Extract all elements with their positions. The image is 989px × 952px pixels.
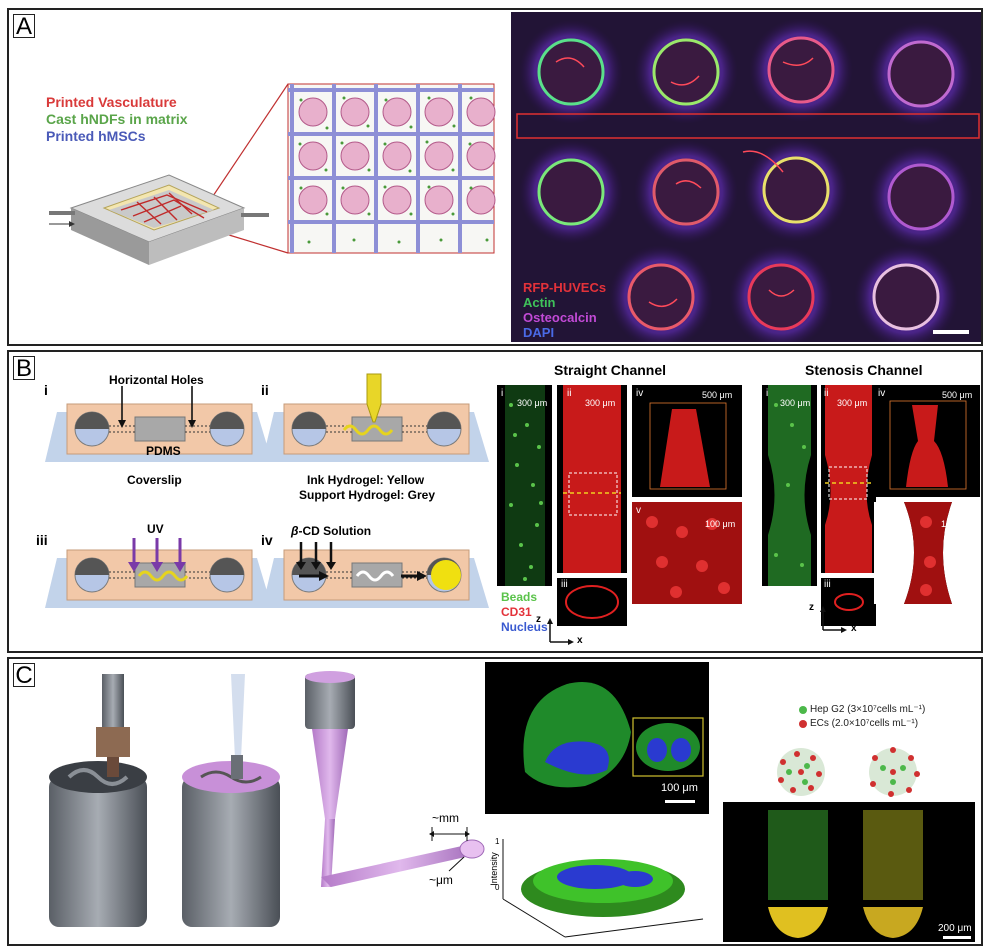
stenosis-roman-iv: iv — [878, 388, 886, 399]
straight-roman-ii: ii — [567, 388, 572, 399]
panel-b: B — [7, 350, 983, 653]
stain-actin: Actin — [523, 295, 556, 310]
step-iii-label: iii — [36, 532, 48, 548]
stenosis-channel-title: Stenosis Channel — [805, 362, 923, 378]
panel-a: A Printed Vasculature Cast hNDFs in matr… — [7, 8, 983, 346]
stenosis-axis-z: z — [809, 602, 814, 613]
stenosis-roman-i: i — [766, 388, 769, 399]
legend-cd31: CD31 — [501, 605, 532, 619]
stain-dapi: DAPI — [523, 325, 555, 340]
straight-beads-image — [497, 385, 552, 586]
legend-nucleus: Nucleus — [501, 620, 548, 634]
stenosis-beads-image — [762, 385, 817, 586]
straight-axis-x: x — [577, 635, 583, 646]
bcd-solution-label: β-CD Solution — [291, 524, 372, 538]
stenosis-roman-iii: iii — [824, 579, 831, 590]
straight-scale-300-cd31: 300 μm — [585, 398, 616, 408]
stenosis-axis-indicator — [820, 606, 847, 633]
step-iv-label: iv — [261, 532, 273, 548]
mm-scale-label: ~mm — [432, 811, 459, 825]
legend-ecs: ECs (2.0×10⁷cells mL⁻¹) — [810, 718, 919, 729]
support-hydrogel-label: Support Hydrogel: Grey — [299, 488, 436, 502]
straight-roman-i: i — [501, 388, 504, 399]
stenosis-zoom-image — [874, 502, 980, 604]
density-scale-label: 200 μm — [938, 923, 972, 934]
panel-c: C ~mm ~μm — [7, 657, 983, 946]
intensity-axis-label: Intensity — [488, 852, 499, 886]
panel-a-label: A — [13, 14, 35, 39]
legend-hepg2: Hep G2 (3×10⁷cells mL⁻¹) — [810, 704, 926, 715]
spheroid-scale-label: 100 μm — [661, 782, 698, 794]
vasculature-device-diagram — [49, 83, 496, 265]
stenosis-scale-100: 100 μm — [941, 519, 972, 529]
spheroid-3d-image — [485, 662, 709, 814]
straight-roman-iii: iii — [561, 579, 568, 590]
stenosis-roman-v: v — [878, 505, 883, 516]
straight-cd31-image — [557, 385, 627, 573]
uv-label: UV — [147, 522, 164, 536]
stenosis-3d-image — [874, 385, 980, 497]
vasculature-micrograph: RFP-HUVECs Actin Osteocalcin DAPI — [511, 12, 981, 342]
step-i-label: i — [44, 382, 48, 398]
stenosis-scale-300-beads: 300 μm — [780, 398, 811, 408]
um-scale-label: ~μm — [429, 873, 453, 887]
ink-hydrogel-label: Ink Hydrogel: Yellow — [307, 473, 425, 487]
coaxial-nozzle-illustration — [49, 671, 485, 927]
intensity-tick-0: 0 — [495, 883, 500, 892]
panel-c-label: C — [13, 663, 35, 688]
straight-axis-indicator — [547, 618, 574, 645]
straight-scale-300-beads: 300 μm — [517, 398, 548, 408]
straight-roman-iv: iv — [636, 388, 644, 399]
cell-density-figure — [713, 662, 979, 943]
channel-fabrication-schematic — [44, 373, 489, 609]
panel-b-label: B — [13, 356, 35, 381]
legend-printed-hmscs: Printed hMSCs — [46, 128, 146, 144]
straight-cross-section-image — [557, 578, 627, 626]
stain-rfp-huvecs: RFP-HUVECs — [523, 280, 607, 295]
coverslip-label: Coverslip — [127, 473, 182, 487]
straight-scale-500: 500 μm — [702, 390, 733, 400]
stenosis-axis-x: x — [851, 623, 857, 634]
stenosis-scale-300-cd31: 300 μm — [837, 398, 868, 408]
legend-printed-vasculature: Printed Vasculature — [46, 94, 177, 110]
straight-roman-v: v — [636, 505, 641, 516]
intensity-tick-1: 1 — [495, 837, 500, 846]
straight-3d-image — [632, 385, 742, 497]
straight-scale-100: 100 μm — [705, 519, 736, 529]
pdms-label: PDMS — [146, 444, 181, 458]
straight-zoom-image — [632, 502, 742, 604]
intensity-surface-plot — [485, 819, 709, 943]
stain-osteocalcin: Osteocalcin — [523, 310, 597, 325]
stenosis-cd31-image — [821, 385, 876, 573]
stenosis-cross-section-image — [821, 578, 876, 626]
stenosis-scale-500: 500 μm — [942, 390, 973, 400]
horizontal-holes-label: Horizontal Holes — [109, 373, 204, 387]
legend-cast-hndfs: Cast hNDFs in matrix — [46, 111, 188, 127]
straight-channel-title: Straight Channel — [554, 362, 667, 378]
step-ii-label: ii — [261, 382, 269, 398]
legend-beads: Beads — [501, 590, 538, 604]
stenosis-roman-ii: ii — [824, 388, 829, 399]
straight-axis-z: z — [536, 614, 541, 625]
